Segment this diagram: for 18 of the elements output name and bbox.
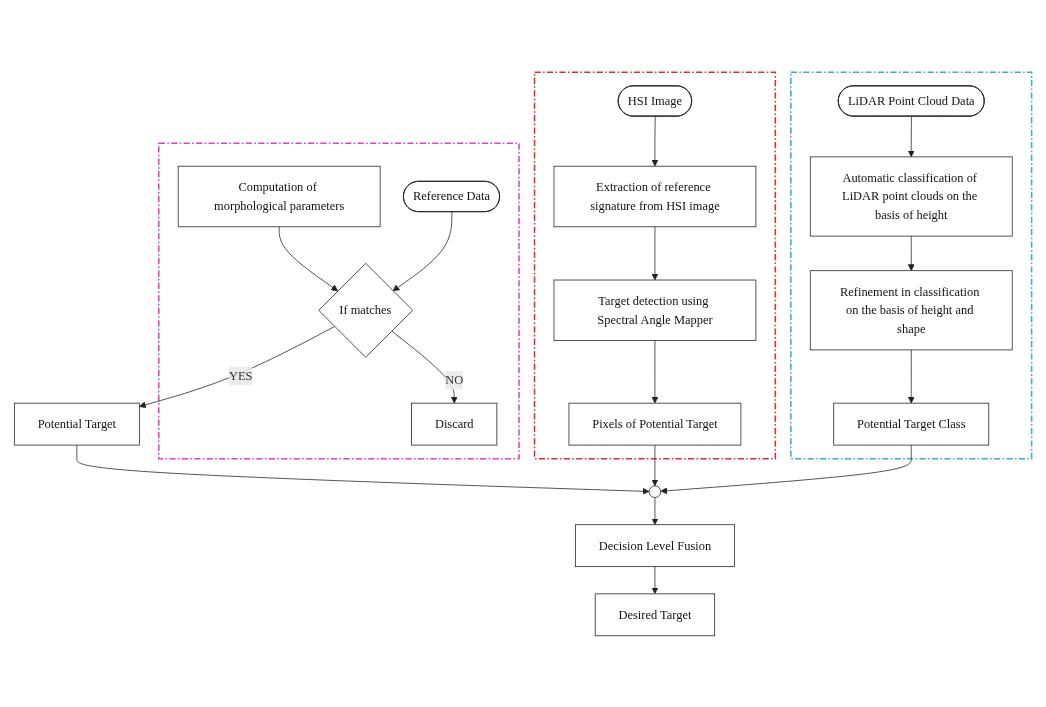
node-box: Potential Target Class xyxy=(833,402,990,445)
node-box: Computation of morphological parameters xyxy=(177,165,381,227)
node-box: Refinement in classification on the basis of height and shape xyxy=(809,269,1013,350)
node-diamond: If matches xyxy=(318,262,414,358)
cluster xyxy=(533,70,777,459)
node-box: Desired Target xyxy=(594,592,716,636)
node-box: Automatic classification of LiDAR point clouds on the basis of height xyxy=(809,156,1013,236)
node-box: Decision Level Fusion xyxy=(575,523,735,567)
node-box: Target detection using Spectral Angle Mapper xyxy=(553,279,757,341)
cluster xyxy=(158,142,520,459)
node-box: Pixels of Potential Target xyxy=(568,402,742,445)
edge-label: YES xyxy=(228,368,253,382)
node-box: Potential Target xyxy=(13,402,140,445)
edge-label: NO xyxy=(445,372,464,386)
cluster xyxy=(790,70,1033,459)
node-box: Extraction of reference signature from HSI image xyxy=(553,165,757,227)
node-box: Discard xyxy=(411,402,498,445)
node-circle xyxy=(648,485,662,498)
